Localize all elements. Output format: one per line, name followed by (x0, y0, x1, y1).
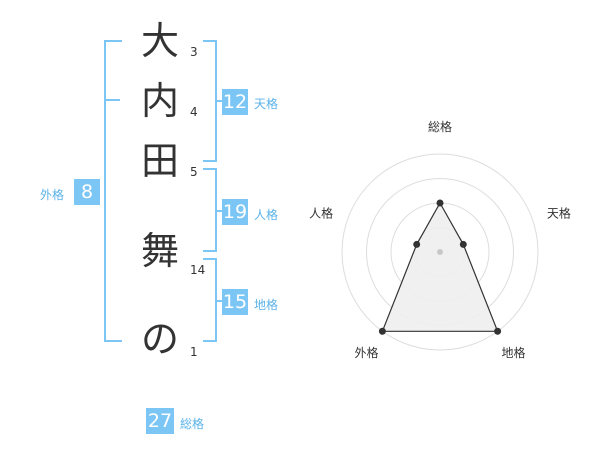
tenkaku-label: 天格 (254, 97, 279, 111)
gaikaku-divider (104, 99, 120, 101)
radar-series-polygon (381, 201, 499, 332)
radar-point-2 (459, 240, 467, 248)
radar-axis-label-1: 総格 (428, 119, 452, 134)
radar-point-4 (378, 327, 386, 335)
soukaku-value-badge: 27 (146, 408, 174, 434)
chikaku-label: 地格 (254, 298, 279, 312)
stroke-count-1: 3 (190, 45, 198, 59)
radar-point-3 (494, 327, 502, 335)
gaikaku-value-badge: 8 (74, 179, 100, 205)
name-char-4: 舞 (140, 229, 179, 273)
radar-point-1 (436, 199, 444, 207)
chikaku-connector (215, 300, 223, 302)
radar-axis-label-5: 人格 (309, 205, 333, 220)
stroke-count-5: 1 (190, 345, 198, 359)
soukaku-label: 総格 (180, 417, 205, 431)
radar-center-point (437, 249, 443, 255)
jinkaku-value-badge: 19 (222, 199, 248, 225)
tenkaku-value-badge: 12 (222, 89, 248, 115)
radar-axis-label-4: 外格 (355, 345, 379, 360)
name-char-5: の (140, 317, 179, 361)
chikaku-value-badge: 15 (222, 289, 248, 315)
tenkaku-connector (215, 100, 223, 102)
stroke-count-4: 14 (190, 263, 206, 277)
gaikaku-bracket (104, 40, 122, 342)
gaikaku-label: 外格 (40, 188, 65, 202)
radar-axis-label-3: 地格 (501, 345, 525, 360)
jinkaku-connector (215, 210, 223, 212)
name-char-1: 大 (140, 19, 179, 63)
radar-ring-4 (341, 153, 539, 351)
radar-axis-label-2: 天格 (547, 205, 571, 220)
name-char-3: 田 (140, 139, 179, 183)
stroke-count-2: 4 (190, 105, 198, 119)
jinkaku-label: 人格 (254, 208, 279, 222)
name-char-2: 内 (140, 79, 179, 123)
stroke-count-3: 5 (190, 165, 198, 179)
radar-point-5 (413, 240, 421, 248)
